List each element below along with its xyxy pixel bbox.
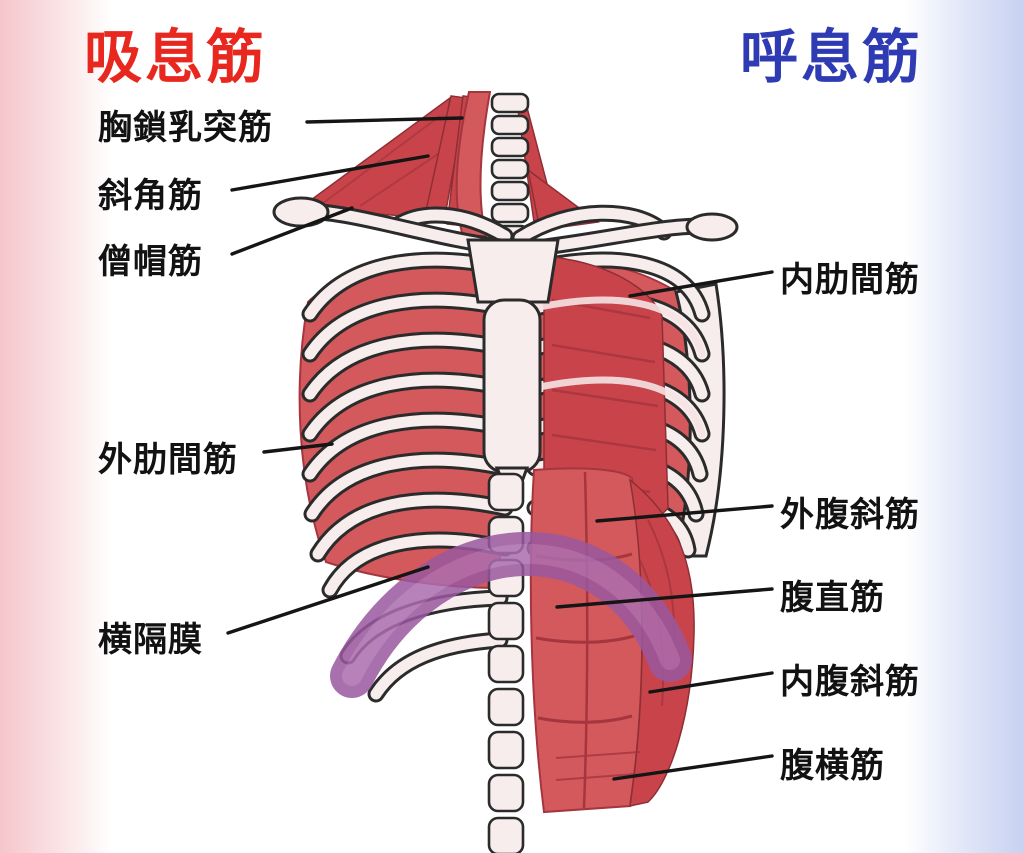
lumbar-spine	[487, 472, 525, 853]
leader-internal-intercostal	[628, 270, 774, 298]
leader-diaphragm	[226, 565, 430, 635]
label-sternocleidomastoid: 胸鎖乳突筋	[98, 109, 273, 147]
manubrium-bone	[466, 238, 560, 304]
transversus-fibers	[555, 751, 641, 781]
title-inspiratory-muscles: 吸息筋	[84, 25, 268, 90]
leader-external-intercostal	[262, 442, 334, 454]
trapezius-muscle	[297, 96, 452, 219]
leader-sternocleidomastoid	[305, 116, 464, 124]
sternum-body-bone	[482, 298, 542, 474]
label-external-oblique: 外腹斜筋	[780, 496, 920, 534]
title-expiratory-muscles: 呼息筋	[740, 25, 924, 90]
internal-intercostal-fibers	[551, 298, 659, 494]
label-diaphragm: 横隔膜	[98, 621, 203, 659]
right-shoulder-bone	[685, 212, 739, 242]
leader-lines	[226, 116, 774, 781]
label-trapezius: 僧帽筋	[98, 243, 203, 281]
trapezius-fibers	[321, 115, 445, 207]
label-internal-intercostal: 内肋間筋	[780, 261, 920, 299]
leader-internal-oblique	[648, 671, 774, 694]
diaphragm-muscle	[330, 531, 692, 698]
leader-rectus-abdominis	[555, 587, 774, 609]
label-rectus-abdominis: 腹直筋	[780, 579, 885, 617]
leader-trapezius	[230, 206, 354, 256]
leader-scalene	[230, 154, 430, 192]
sternocleidomastoid-muscle	[455, 91, 492, 237]
label-external-intercostal: 外肋間筋	[98, 441, 238, 479]
label-internal-oblique: 内腹斜筋	[780, 663, 920, 701]
leader-transversus-abdominis	[612, 754, 774, 781]
cervical-spine	[490, 92, 530, 246]
label-scalene: 斜角筋	[98, 177, 203, 215]
leader-external-oblique	[595, 504, 774, 523]
rectus-midline	[582, 471, 589, 809]
label-transversus-abdominis: 腹横筋	[780, 747, 885, 785]
